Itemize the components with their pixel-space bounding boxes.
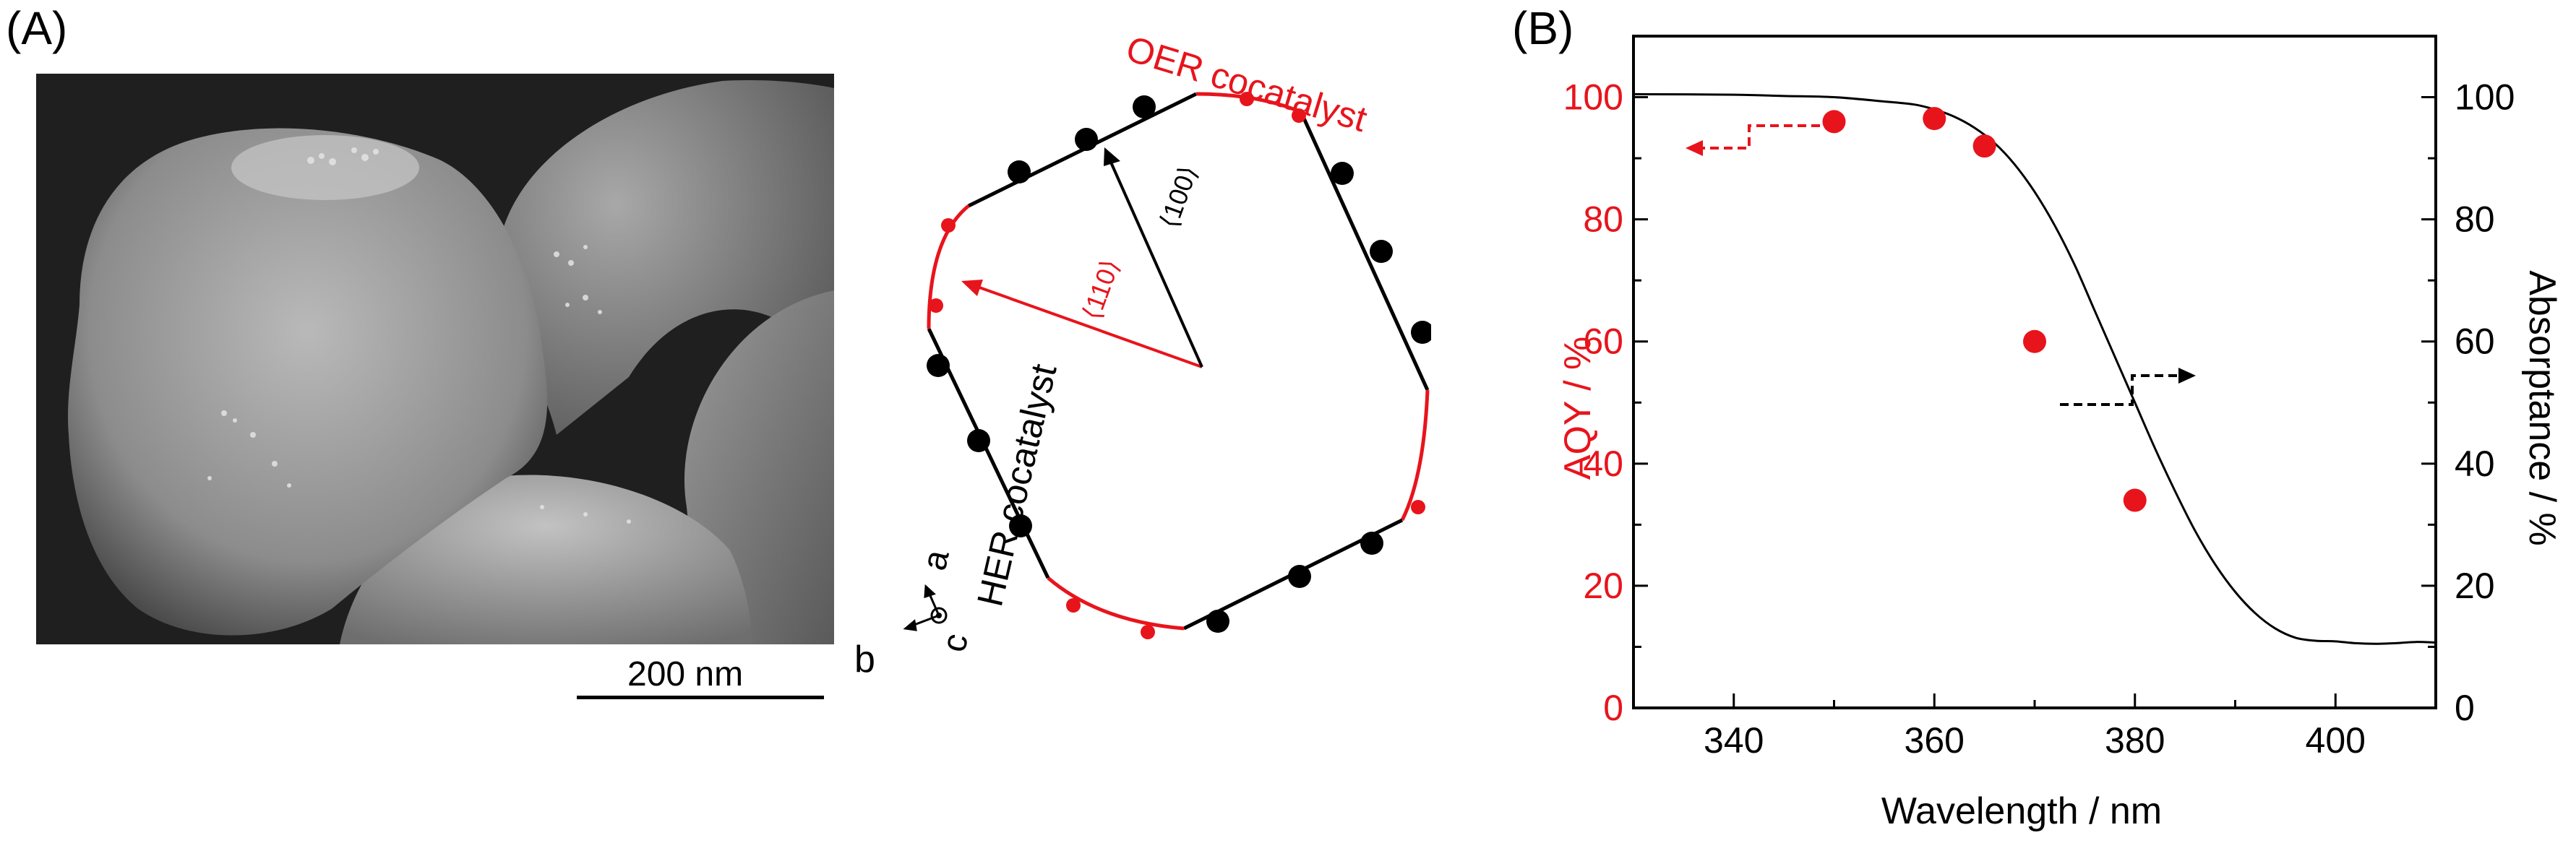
left-y-tick-label: 80 — [1583, 199, 1623, 240]
facet-110-bottom-left — [1047, 576, 1185, 631]
right-y-tick-label: 20 — [2455, 566, 2495, 606]
scale-bar-label: 200 nm — [627, 655, 744, 693]
x-tick-label: 340 — [1704, 720, 1764, 761]
aqy-data-point — [2023, 329, 2046, 353]
oer-particles — [929, 92, 1425, 639]
left-y-axis-label: AQY / % — [1557, 337, 1599, 480]
x-tick-label: 380 — [2105, 720, 2165, 761]
axis-ticks — [1632, 35, 2437, 709]
x-tick-labels: 340 360 380 400 — [1704, 720, 2366, 761]
left-y-tick-label: 0 — [1603, 688, 1623, 728]
right-y-tick-label: 40 — [2455, 444, 2495, 484]
left-y-tick-label: 100 — [1563, 77, 1623, 118]
left-y-tick-label: 20 — [1583, 566, 1623, 606]
aqy-data-point — [1923, 107, 1946, 131]
plot-area — [1632, 35, 2437, 709]
crystal-axes — [903, 584, 948, 631]
x-tick-label: 360 — [1905, 720, 1965, 761]
left-y-tick-labels: 0 20 40 60 80 100 — [1563, 77, 1623, 728]
x-tick-label: 400 — [2306, 720, 2366, 761]
x-axis-label: Wavelength / nm — [1881, 790, 2162, 832]
her-cocatalyst-label: HER cocatalyst — [969, 360, 1064, 610]
facet-100-right — [1299, 111, 1430, 392]
right-y-tick-label: 0 — [2455, 688, 2475, 728]
right-y-axis-label: Absorptance / % — [2521, 270, 2563, 546]
right-y-tick-label: 60 — [2455, 321, 2495, 362]
aqy-data-point — [2123, 488, 2147, 512]
direction-110-label: ⟨110⟩ — [1076, 255, 1125, 323]
absorptance-arrow-head — [2178, 368, 2196, 384]
facet-110-right — [1400, 389, 1430, 522]
direction-100-label: ⟨100⟩ — [1154, 162, 1203, 232]
her-particles — [927, 95, 1431, 633]
sem-micrograph — [36, 74, 834, 644]
panel-b-label: (B) — [1512, 2, 1574, 54]
left-y-tick-label: 60 — [1583, 321, 1623, 362]
plot-frame — [1632, 35, 2437, 709]
absorptance-axis-arrow — [2060, 374, 2183, 406]
right-y-tick-label: 100 — [2455, 77, 2515, 118]
aqy-axis-arrow — [1699, 124, 1820, 150]
left-y-tick-label: 40 — [1583, 444, 1623, 484]
scale-bar — [577, 696, 824, 699]
axis-c-label: c — [935, 630, 976, 655]
absorptance-curve — [1633, 92, 2437, 645]
aqy-data-point — [1972, 134, 1996, 158]
aqy-arrow-head — [1686, 140, 1703, 156]
right-y-tick-label: 80 — [2455, 199, 2495, 240]
aqy-data-point — [1822, 110, 1846, 134]
axis-arrows — [1686, 124, 2196, 406]
absorptance-series — [1633, 92, 2437, 645]
panel-a-label: (A) — [6, 2, 68, 54]
crystal-schematic: OER cocatalyst HER cocatalyst — [854, 28, 1431, 680]
oer-cocatalyst-label: OER cocatalyst — [1122, 28, 1372, 139]
right-y-tick-labels: 0 20 40 60 80 100 — [2455, 77, 2515, 728]
axis-b-label: b — [854, 639, 875, 680]
aqy-series — [1822, 107, 2147, 512]
aqy-absorptance-chart: 340 360 380 400 0 20 40 60 80 100 0 20 40 60 80 100 W… — [1557, 35, 2563, 832]
axis-a-label: a — [915, 546, 957, 574]
